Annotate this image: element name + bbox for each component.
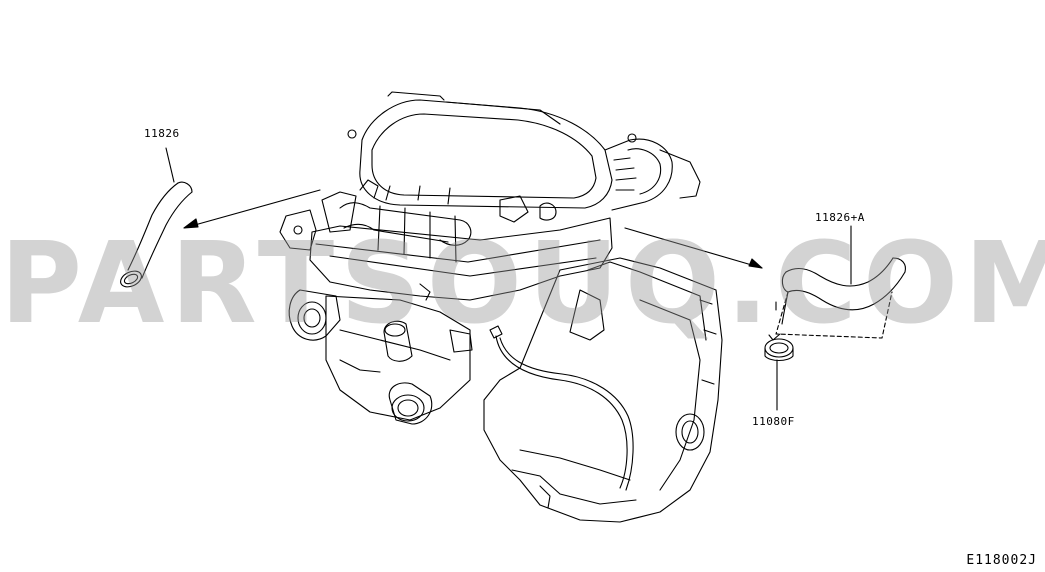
hose-11826-drawing bbox=[120, 147, 193, 288]
callout-hose-11826a[interactable]: 11826+A bbox=[815, 211, 865, 224]
diagram-code: E118002J bbox=[966, 553, 1037, 568]
clamp-11080f-drawing bbox=[764, 333, 794, 411]
engine-assembly-drawing bbox=[279, 91, 723, 523]
callout-clamp-11080f[interactable]: 11080F bbox=[752, 415, 795, 428]
arrow-right bbox=[624, 227, 763, 269]
arrow-left bbox=[183, 189, 321, 229]
callout-hose-11826[interactable]: 11826 bbox=[144, 127, 180, 140]
hose-11826a-drawing bbox=[775, 225, 906, 339]
